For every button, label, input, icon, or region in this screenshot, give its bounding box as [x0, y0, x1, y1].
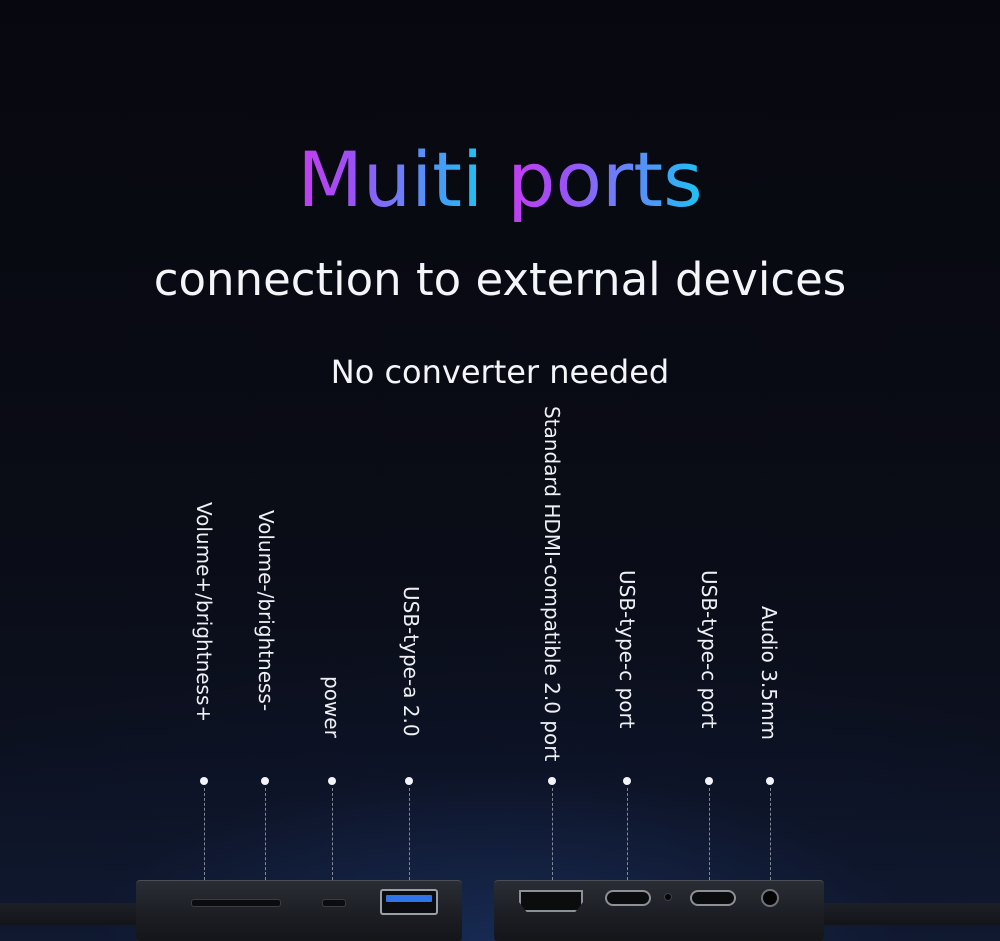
- leader-line-usb-c-1: [627, 788, 628, 880]
- headline: Muiti ports: [0, 132, 1000, 228]
- left-port-panel: [136, 880, 462, 941]
- indicator-hole: [664, 893, 672, 901]
- subheading: connection to external devices: [153, 253, 847, 306]
- leader-line-volume-up: [204, 788, 205, 880]
- pointer-dot-power: [328, 777, 336, 785]
- pointer-dot-hdmi: [548, 777, 556, 785]
- power-button: [322, 899, 346, 907]
- usb-c-port-1: [605, 890, 651, 906]
- headline-word-muiti: Muiti: [297, 135, 484, 224]
- audio-jack: [761, 889, 779, 907]
- leader-line-volume-down: [265, 788, 266, 880]
- port-label-hdmi: Standard HDMI-compatible 2.0 port: [540, 406, 564, 762]
- port-label-power: power: [320, 676, 344, 738]
- pointer-dot-audio: [766, 777, 774, 785]
- pointer-dot-volume-down: [261, 777, 269, 785]
- monitor-edge-right: [820, 903, 1000, 925]
- port-label-usb-c-2: USB-type-c port: [697, 570, 721, 729]
- pointer-dot-usb-c-2: [705, 777, 713, 785]
- pointer-dot-volume-up: [200, 777, 208, 785]
- leader-line-usb-a: [409, 788, 410, 880]
- port-label-volume-down: Volume-/brightness-: [254, 510, 278, 712]
- port-label-usb-a: USB-type-a 2.0: [399, 586, 423, 737]
- headline-word-ports: ports: [507, 135, 703, 224]
- leader-line-usb-c-2: [709, 788, 710, 880]
- leader-line-power: [332, 788, 333, 880]
- volume-up-button: [191, 899, 281, 907]
- pointer-dot-usb-a: [405, 777, 413, 785]
- tagline: No converter needed: [330, 353, 670, 391]
- usb-c-port-2: [690, 890, 736, 906]
- hdmi-port: [519, 890, 583, 912]
- leader-line-hdmi: [552, 788, 553, 880]
- usb-a-port-accent: [386, 895, 432, 902]
- monitor-edge-left: [0, 903, 140, 925]
- port-label-volume-up: Volume+/brightness+: [192, 502, 216, 723]
- port-label-usb-c-1: USB-type-c port: [615, 570, 639, 729]
- right-port-panel: [494, 880, 824, 941]
- port-label-audio: Audio 3.5mm: [757, 606, 781, 740]
- pointer-dot-usb-c-1: [623, 777, 631, 785]
- leader-line-audio: [770, 788, 771, 880]
- usb-a-port: [380, 889, 438, 915]
